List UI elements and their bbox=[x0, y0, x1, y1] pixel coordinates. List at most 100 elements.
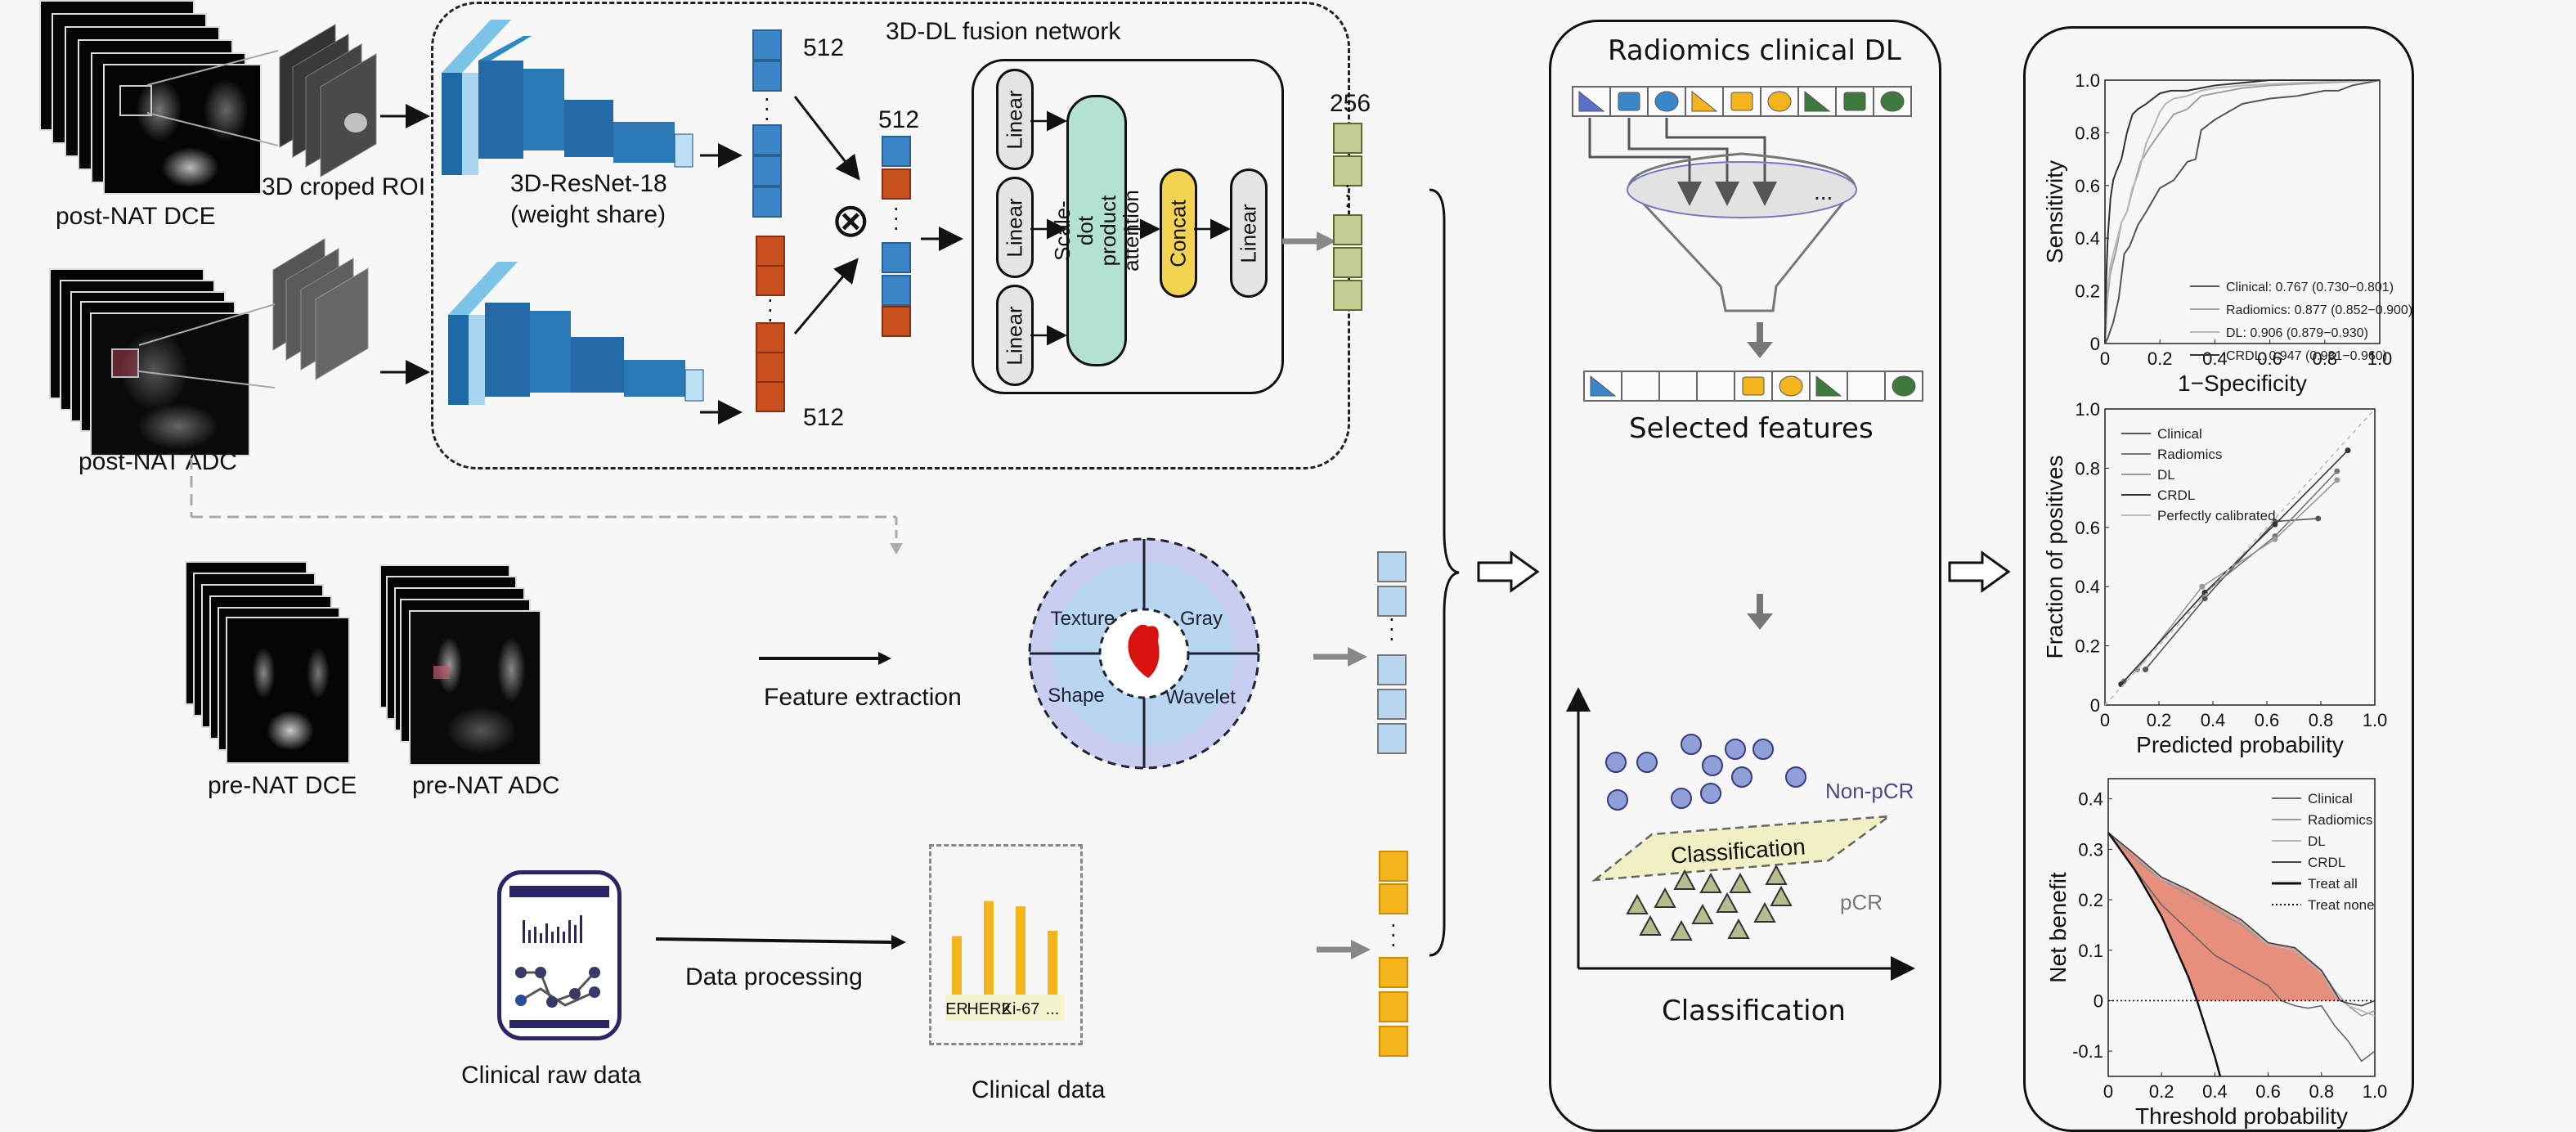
fused-to-attention-arrow bbox=[921, 227, 963, 251]
x-axis-label: Threshold probability bbox=[2135, 1103, 2348, 1129]
selected-feature-cell bbox=[1771, 371, 1811, 402]
clinical-output-cell bbox=[1379, 851, 1408, 882]
pcr-point bbox=[1716, 892, 1739, 913]
plot-frame bbox=[2104, 408, 2376, 706]
model-panel-title: Radiomics clinical DL bbox=[1608, 34, 1901, 67]
mri-slice-front bbox=[409, 610, 541, 766]
selected-feature-cell bbox=[1809, 371, 1848, 402]
all-feature-cell bbox=[1873, 86, 1912, 117]
pcr-point bbox=[1765, 864, 1788, 885]
clinical-feature-bar bbox=[1048, 931, 1057, 995]
radiomics-output-cell bbox=[1377, 551, 1407, 582]
roi-crop-stack bbox=[278, 16, 393, 188]
funnel-ellipsis: ... bbox=[1814, 179, 1833, 204]
linear-out-block: Linear bbox=[1230, 168, 1268, 298]
selected-feature-cell bbox=[1658, 371, 1698, 402]
y-axis-label: Net benefit bbox=[2045, 872, 2071, 983]
resnet-bottom bbox=[448, 262, 704, 405]
all-feature-cell bbox=[1685, 86, 1724, 117]
x-tick-label: 0.8 bbox=[2309, 710, 2334, 730]
calibration-point bbox=[2334, 468, 2340, 474]
dl-output-cell bbox=[1333, 123, 1362, 154]
x-tick-label: 0.8 bbox=[2309, 1081, 2335, 1102]
series-line bbox=[2120, 450, 2349, 685]
x-tick-label: 0.2 bbox=[2147, 710, 2172, 730]
clinical-feature-bar bbox=[1016, 906, 1025, 995]
selected-feature-cell bbox=[1884, 371, 1923, 402]
pcr-point bbox=[1670, 919, 1693, 941]
calibration-point bbox=[2315, 515, 2322, 522]
series-line bbox=[2104, 79, 2380, 344]
roi-zoom-lines bbox=[146, 50, 279, 146]
fused-vector-dim: 512 bbox=[878, 106, 920, 133]
feature-cell-border bbox=[1847, 371, 1886, 402]
non-pcr-point bbox=[1607, 789, 1628, 811]
x-tick-label: 0.4 bbox=[2202, 1081, 2228, 1102]
cube-feature-icon bbox=[1742, 376, 1765, 396]
calibration-point bbox=[2272, 521, 2278, 528]
pcr-point bbox=[1699, 872, 1722, 893]
y-tick-label: 0.8 bbox=[2075, 458, 2100, 478]
non-pcr-label: Non-pCR bbox=[1825, 779, 1914, 803]
resnet-label: 3D-ResNet-18 bbox=[510, 170, 667, 197]
radiomics-feature-wheel: Texture Gray Shape Wavelet bbox=[1028, 537, 1260, 770]
y-axis-label: Sensitivity bbox=[2042, 160, 2067, 263]
legend-entry: Treat none bbox=[2308, 897, 2375, 913]
non-pcr-point bbox=[1605, 752, 1627, 773]
all-feature-cell bbox=[1760, 86, 1799, 117]
pcr-point bbox=[1654, 887, 1676, 908]
vector-ellipsis: ··· bbox=[893, 198, 900, 240]
clinical-output-cell bbox=[1379, 883, 1408, 914]
cube-feature-icon bbox=[1730, 92, 1753, 111]
non-pcr-point bbox=[1725, 739, 1746, 760]
dl-output-cell bbox=[1333, 214, 1362, 245]
pcr-point bbox=[1770, 885, 1793, 906]
cropped-roi-label: 3D croped ROI bbox=[262, 173, 426, 200]
tumor-icon bbox=[1128, 624, 1160, 678]
legend-entry: DL: 0.906 (0.879−0.930) bbox=[2226, 326, 2368, 340]
pcr-point bbox=[1727, 918, 1750, 939]
non-pcr-point bbox=[1700, 783, 1721, 804]
x-tick-label: 0 bbox=[2100, 348, 2110, 369]
clinical-feature-label: HER2 bbox=[967, 1000, 1010, 1018]
adc-feature-cell bbox=[756, 236, 785, 267]
calibration-point bbox=[2199, 583, 2206, 590]
plot-frame bbox=[2104, 79, 2381, 344]
x-axis-label: 1−Specificity bbox=[2178, 371, 2307, 396]
dce-feature-cell bbox=[752, 61, 782, 92]
x-tick-label: 0.6 bbox=[2255, 1081, 2281, 1102]
data-processing-label: Data processing bbox=[685, 964, 863, 990]
pre-nat-dce-stack bbox=[185, 561, 365, 766]
x-tick-label: 0.2 bbox=[2147, 348, 2173, 369]
x-tick-label: 0.2 bbox=[2149, 1081, 2174, 1102]
circle-feature-icon bbox=[1654, 91, 1679, 112]
non-pcr-point bbox=[1731, 766, 1752, 788]
to-model-hollow-arrow bbox=[1477, 550, 1540, 593]
clinical-feature-label: Ki-67 bbox=[1002, 1000, 1040, 1018]
circle-feature-icon bbox=[1880, 91, 1905, 112]
vector-ellipsis: ··· bbox=[1389, 609, 1395, 651]
adc-feature-cell bbox=[756, 265, 785, 296]
pre-nat-adc-stack bbox=[379, 564, 559, 769]
all-features-row bbox=[1572, 86, 1912, 117]
roi-box bbox=[111, 348, 139, 378]
dl-output-cell bbox=[1333, 280, 1362, 311]
radiomics-output-cell bbox=[1377, 723, 1407, 754]
attention-arrows bbox=[1030, 110, 1231, 346]
calibration-point bbox=[2201, 595, 2208, 602]
y-tick-label: 0.8 bbox=[2075, 123, 2100, 143]
non-pcr-point bbox=[1671, 788, 1692, 809]
roi-overlay bbox=[433, 666, 450, 679]
pcr-point bbox=[1673, 869, 1696, 890]
roi-box bbox=[119, 85, 152, 116]
legend-entry: CRDL bbox=[2308, 855, 2345, 870]
attention-module bbox=[972, 59, 1284, 394]
calibration-point bbox=[2334, 477, 2340, 483]
x-tick-label: 0.4 bbox=[2201, 710, 2226, 730]
non-pcr-point bbox=[1681, 734, 1702, 755]
post-nat-adc-stack bbox=[49, 268, 262, 465]
y-tick-label: 0 bbox=[2090, 334, 2100, 354]
y-tick-label: -0.1 bbox=[2072, 1041, 2103, 1062]
adc-roi-crop-stack bbox=[272, 237, 386, 384]
